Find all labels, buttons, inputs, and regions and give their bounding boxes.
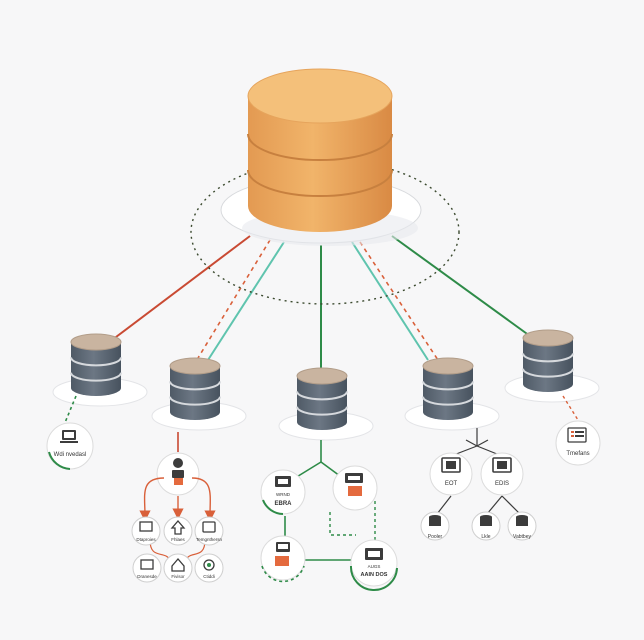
link-teal-left (207, 241, 285, 361)
tree-node-a[interactable]: Dtaproies (131, 516, 161, 546)
right-node-e[interactable]: Vabtbey (507, 511, 537, 541)
db-left[interactable] (151, 357, 247, 431)
middle-cluster: WRND EBRA (260, 440, 398, 592)
svg-text:Fivisor: Fivisor (171, 574, 185, 579)
right-node-a[interactable]: EOT (429, 452, 473, 496)
svg-text:Vabtbey: Vabtbey (513, 534, 531, 540)
far-right-node[interactable]: Tmefans (555, 395, 601, 466)
db-center[interactable] (278, 367, 374, 441)
tree-node-e[interactable]: Fivisor (163, 553, 193, 583)
list-document-icon (567, 427, 587, 443)
svg-text:AUGS: AUGS (368, 564, 381, 569)
central-db-body (248, 96, 392, 232)
db-far-right[interactable] (504, 329, 600, 403)
svg-text:WRND: WRND (276, 492, 291, 497)
svg-text:EBRA: EBRA (274, 501, 292, 507)
svg-text:Temgnthersn: Temgnthersn (196, 537, 223, 542)
tree-node-b[interactable]: Fhlaes (163, 516, 193, 546)
web-node[interactable]: Wdi nvedasl (46, 395, 94, 470)
user-monitor-icon (172, 458, 184, 485)
svg-text:Lkle: Lkle (481, 534, 490, 540)
tree-node-f[interactable]: Ctiddi (194, 553, 224, 583)
mid-node-bottom-left[interactable] (260, 535, 306, 583)
server-stack-icon (345, 473, 363, 496)
server-stack-icon (275, 542, 290, 566)
svg-text:Dtaproies: Dtaproies (136, 537, 156, 542)
server-stack-icon (275, 476, 291, 487)
svg-text:EDIS: EDIS (495, 481, 509, 487)
svg-text:Dranesde: Dranesde (137, 574, 157, 579)
right-cluster: EOT EDIS Pooler Lkle Vabtbey (420, 428, 537, 541)
connection-lines (111, 235, 531, 368)
central-db-top (247, 68, 393, 124)
central-db-dotted-ring (190, 159, 460, 305)
tree-node-d[interactable]: Dranesde (132, 553, 162, 583)
archive-box-icon (492, 457, 512, 473)
svg-text:Fhlaes: Fhlaes (171, 537, 185, 542)
link-teal-right (351, 241, 429, 361)
archive-box-icon (441, 457, 461, 473)
secondary-databases (52, 329, 600, 441)
central-db-band-1 (247, 133, 393, 161)
left-tree: Dtaproies Fhlaes Temgnthersn Dranesde Fi… (131, 432, 224, 583)
svg-text:Pooler: Pooler (428, 534, 443, 540)
central-db-band-2 (247, 169, 393, 197)
web-node-label: Wdi nvedasl (54, 452, 87, 458)
central-database (190, 68, 460, 305)
server-stack-icon (365, 548, 383, 560)
svg-text:EOT: EOT (445, 481, 458, 487)
right-node-c[interactable]: Pooler (420, 511, 450, 541)
cart-screen-icon (60, 430, 78, 443)
link-green-right (391, 235, 531, 337)
far-right-node-label: Tmefans (566, 451, 589, 457)
db-far-left[interactable] (52, 333, 148, 407)
link-red-left (111, 235, 251, 341)
mid-node-bottom-right[interactable]: AUGS AAIN DOS (349, 539, 398, 592)
db-right[interactable] (404, 357, 500, 431)
svg-text:AAIN DOS: AAIN DOS (361, 572, 388, 578)
right-node-b[interactable]: EDIS (480, 452, 524, 496)
mid-node-top-left[interactable]: WRND EBRA (260, 469, 306, 515)
mid-node-top-right[interactable] (332, 465, 378, 511)
tree-node-c[interactable]: Temgnthersn (194, 516, 224, 546)
right-node-d[interactable]: Lkle (471, 511, 501, 541)
link-orange-dashed-left (197, 239, 271, 359)
svg-text:Ctiddi: Ctiddi (203, 574, 215, 579)
